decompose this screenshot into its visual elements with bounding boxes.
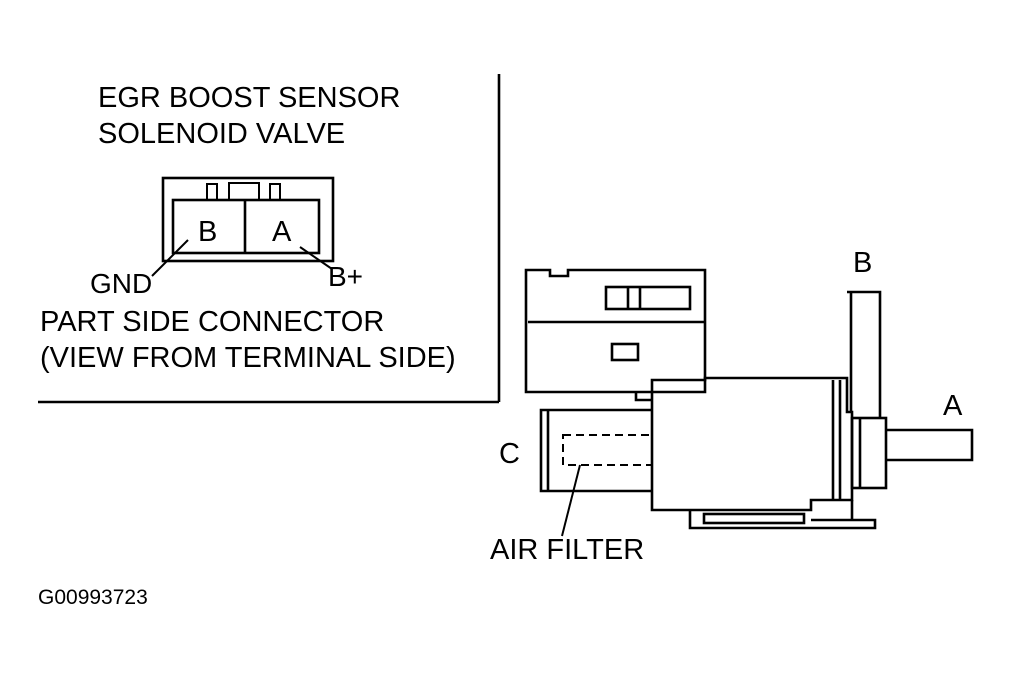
port-c-label: C [499,438,520,470]
gnd-leader-line [151,239,189,277]
terminal-b-label: B [198,216,217,248]
inset-frame [38,74,501,404]
caption-line2: (VIEW FROM TERMINAL SIDE) [40,342,456,374]
caption-line1: PART SIDE CONNECTOR [40,306,384,338]
bplus-leader-line [299,246,333,270]
inset-title-line2: SOLENOID VALVE [98,118,345,150]
port-b-label: B [853,247,872,279]
solenoid-valve-drawing [524,268,974,530]
bplus-label: B+ [328,261,363,292]
terminal-a-label: A [272,216,292,248]
gnd-label: GND [90,268,152,299]
inset-title-line1: EGR BOOST SENSOR [98,82,400,114]
figure-id: G00993723 [38,586,148,609]
air-filter-label: AIR FILTER [490,534,644,566]
connector-face [161,176,335,263]
air-filter-leader-line [561,464,581,537]
port-a-label: A [943,390,963,422]
